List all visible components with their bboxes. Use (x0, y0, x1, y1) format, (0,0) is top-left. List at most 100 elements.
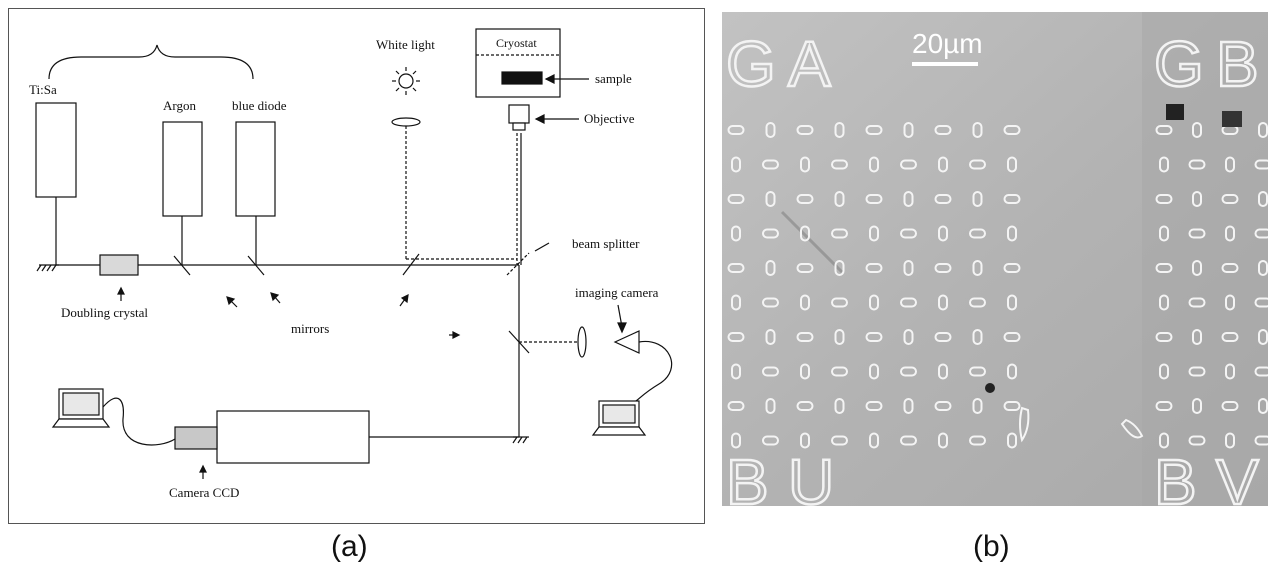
micropillar (1225, 294, 1235, 311)
micropillar (834, 260, 845, 276)
micropillar (1192, 122, 1202, 138)
micropillar (1003, 332, 1021, 342)
micropillar (900, 297, 917, 308)
micropillar (727, 332, 745, 342)
setup-diagram-panel: Ti:Sa Argon blue diode White light Cryos… (8, 8, 705, 524)
micropillar (972, 260, 983, 276)
laptop-left-icon (51, 388, 111, 428)
debris-outline (1120, 418, 1144, 439)
doubling-crystal-box (99, 254, 139, 276)
micropillar (900, 435, 917, 446)
camera-ccd-label: Camera CCD (169, 485, 239, 500)
micropillar (934, 401, 952, 411)
micropillar (938, 294, 948, 311)
objective-tip (512, 122, 526, 131)
micropillar (972, 398, 983, 414)
beam-splitter-pointer (534, 242, 550, 252)
micropillar (1155, 125, 1173, 135)
micropillar (1192, 260, 1202, 276)
sem-image-panel: G A G B B U B V 20µm (722, 12, 1268, 506)
argon-laser-box (162, 121, 203, 217)
micropillar (1258, 398, 1268, 414)
sem-scratch (780, 210, 844, 274)
sem-image-svg: G A G B B U B V (722, 12, 1268, 506)
letter-b-top-right: B (1216, 28, 1259, 100)
micropillar (727, 401, 745, 411)
micropillar (934, 125, 952, 135)
micropillar (727, 125, 745, 135)
imaging-camera-label: imaging camera (575, 285, 659, 300)
left-laptop-cable (102, 397, 176, 446)
micropillar (731, 294, 741, 311)
letter-g-top-right: G (1154, 28, 1204, 100)
micropillar (972, 191, 983, 207)
letter-a-top: A (788, 28, 831, 100)
micropillar (762, 159, 779, 170)
micropillar (972, 329, 983, 345)
micropillar (727, 194, 745, 204)
laptop-right-icon (591, 400, 647, 436)
sample-label: sample (595, 71, 632, 86)
micropillar (831, 435, 848, 446)
micropillar (1007, 294, 1017, 311)
micropillar (938, 156, 948, 173)
micropillar (1221, 401, 1239, 411)
micropillar (762, 297, 779, 308)
letter-b-bottom-right: B (1154, 446, 1197, 506)
micropillar (1155, 263, 1173, 273)
debris-outline-2 (1019, 406, 1030, 443)
micropillar (1258, 191, 1268, 207)
micropillar (1258, 329, 1268, 345)
mirrors-label: mirrors (291, 321, 329, 336)
beam-splitter-label: beam splitter (572, 236, 640, 251)
micropillar (765, 329, 776, 345)
micropillar (972, 122, 983, 138)
mirror-white-light (402, 253, 420, 276)
micropillar (762, 366, 779, 377)
letter-g-top-left: G (726, 28, 776, 100)
micropillar (796, 401, 814, 411)
micropillar (969, 159, 986, 170)
cryostat-box (475, 28, 561, 98)
micropillar (1188, 297, 1206, 308)
micropillar (731, 225, 741, 242)
scale-bar (912, 62, 978, 66)
micropillar (865, 401, 883, 411)
micropillar (1254, 228, 1268, 239)
micropillar (1155, 332, 1173, 342)
micropillar (731, 156, 741, 173)
letter-b-bottom-left: B (726, 446, 769, 506)
micropillar (938, 363, 948, 380)
micropillar (831, 297, 848, 308)
micropillar (1225, 225, 1235, 242)
micropillar (934, 263, 952, 273)
micropillar (765, 398, 776, 414)
micropillar (869, 432, 879, 449)
micropillar (1221, 194, 1239, 204)
letter-u-bottom: U (788, 446, 834, 506)
micropillar (1254, 297, 1268, 308)
doubling-crystal-label: Doubling crystal (61, 305, 148, 320)
blue-diode-laser-box (235, 121, 276, 217)
imaging-camera-icon (613, 330, 640, 354)
beam-splitter-mirror (506, 252, 530, 276)
micropillar (934, 332, 952, 342)
micropillar (969, 366, 986, 377)
camera-ccd-box (174, 426, 218, 450)
tisa-label: Ti:Sa (29, 82, 57, 97)
tisa-laser-box (35, 102, 77, 198)
pillar-array-left (727, 122, 1021, 449)
white-light-lens (391, 117, 421, 127)
blue-diode-label: blue diode (232, 98, 287, 113)
micropillar (831, 159, 848, 170)
micropillar (865, 332, 883, 342)
micropillar (727, 263, 745, 273)
objective-body (508, 104, 530, 124)
micropillar (1159, 363, 1169, 380)
micropillar (869, 156, 879, 173)
micropillar (903, 122, 914, 138)
spectrometer-box (216, 410, 370, 464)
micropillar (1159, 432, 1169, 449)
micropillar (834, 191, 845, 207)
micropillar (1192, 329, 1202, 345)
